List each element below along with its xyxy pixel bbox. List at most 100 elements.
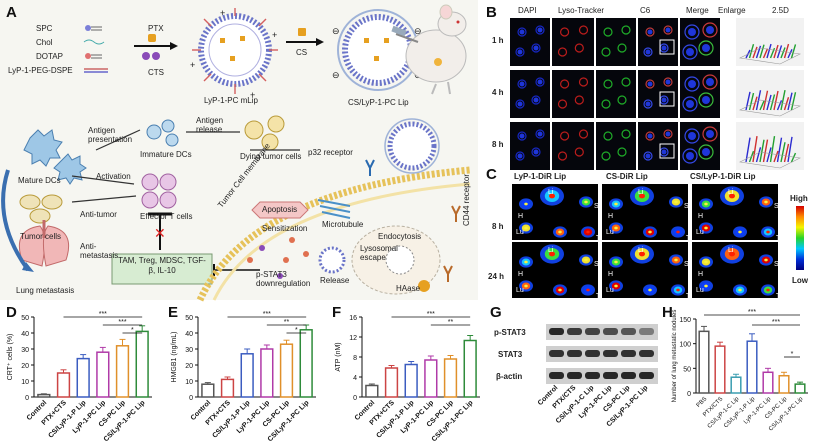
micro-cell-art: [682, 126, 718, 164]
organ-label: H: [608, 213, 613, 220]
micro-blob: [574, 43, 584, 53]
label-pstat3: p-STAT3 downregulation: [256, 270, 311, 288]
micro-blob: [603, 79, 613, 89]
c-col-3: CS/LyP-1-DiR Lip: [690, 172, 756, 181]
micro-blob: [603, 131, 613, 141]
label-p32: p32 receptor: [308, 148, 353, 157]
micro-cell-art: [739, 89, 801, 117]
blot-band: [603, 350, 618, 357]
row-1h: 1 h: [492, 36, 504, 45]
micro-cell-art: [601, 77, 631, 109]
panel-b-letter: B: [486, 4, 497, 21]
spike: [762, 139, 769, 163]
micro-nucleus: [665, 131, 671, 137]
bar: [115, 345, 130, 398]
liposome-cs-lyp1-pc-label: CS/LyP-1-PC Lip: [348, 98, 409, 107]
micro-blob: [663, 77, 673, 87]
micro-nucleus: [665, 79, 671, 85]
micro-blob: [702, 22, 718, 38]
label-immature-dcs: Immature DCs: [140, 150, 192, 159]
spike: [766, 43, 772, 59]
micro-nucleus: [533, 97, 539, 103]
organ-label: S: [774, 261, 778, 268]
micro-cell: [736, 70, 804, 118]
y-axis-label: CRT⁺ cells (%): [7, 334, 14, 381]
organ-label: T: [596, 293, 598, 298]
organ-core: [704, 226, 708, 230]
spike: [783, 143, 790, 163]
micro-blob: [601, 47, 611, 57]
label-lung-metastasis: Lung metastasis: [16, 286, 75, 295]
sig-label: ***: [748, 309, 756, 316]
spike: [790, 92, 797, 111]
bar: [762, 371, 774, 394]
spike: [748, 92, 755, 111]
organ-label: Lu: [696, 229, 704, 236]
micro-cell-art: [515, 25, 545, 57]
panel-c-letter: C: [486, 166, 497, 183]
y-tick-label: 30: [185, 347, 193, 354]
organ-core: [766, 230, 770, 234]
micro-cell: [552, 70, 594, 118]
micro-cell: [552, 18, 594, 66]
micro-blob: [698, 144, 714, 160]
micro-blob: [702, 74, 718, 90]
bar: [279, 343, 294, 398]
micro-blob: [517, 131, 527, 141]
blot-band: [549, 372, 564, 379]
micro-blob: [698, 40, 714, 56]
blot-band: [585, 372, 600, 379]
organ-label: Li: [638, 247, 644, 254]
y-tick-label: 0: [353, 395, 357, 402]
label-antigen-release: Antigen release: [196, 116, 224, 134]
organ-core: [729, 193, 735, 199]
micro-blob: [645, 79, 655, 89]
liposome-lyp1-pc: ++++: [190, 8, 278, 100]
micro-nucleus: [647, 81, 653, 87]
blot-band: [621, 350, 636, 357]
label-anti-metastasis: Anti-metastasis: [80, 242, 119, 260]
micro-cell-art: [557, 77, 589, 109]
micro-blob: [517, 79, 527, 89]
organ-core: [524, 260, 528, 264]
organ-label: T: [686, 293, 688, 298]
micro-blob: [515, 151, 525, 161]
micro-cell: [638, 122, 678, 170]
sig-label: *: [791, 351, 794, 358]
spike: [787, 136, 793, 163]
micro-cell: [680, 70, 720, 118]
micro-blob: [621, 77, 631, 87]
blot-strip: [546, 324, 658, 340]
micro-cell: [736, 18, 804, 66]
bar: [201, 383, 215, 398]
organ-label: H: [698, 271, 703, 278]
micro-blob: [557, 99, 568, 109]
y-tick-label: 0: [687, 391, 691, 398]
micro-blob: [515, 47, 525, 57]
spike: [769, 94, 776, 111]
micro-blob: [698, 92, 714, 108]
spike: [752, 46, 758, 59]
spike: [759, 100, 765, 111]
panel-a-letter: A: [6, 4, 17, 21]
y-tick-label: 16: [349, 315, 357, 322]
organ-label: Lu: [516, 287, 524, 294]
svg-text:+: +: [190, 60, 195, 70]
spike: [755, 90, 762, 111]
micro-cell: [510, 122, 550, 170]
c-row-8h: 8 h: [492, 222, 504, 231]
spike: [790, 44, 797, 59]
blot-band: [549, 350, 564, 357]
bar: [778, 374, 790, 394]
label-dying-cells: Dying tumor cells: [240, 152, 302, 161]
legend-lyp1: LyP-1-PEG-DSPE: [8, 66, 73, 75]
organ-core: [549, 251, 555, 257]
spike: [776, 137, 783, 163]
micro-blob: [663, 129, 673, 139]
spike: [769, 135, 776, 163]
colorbar-high: High: [790, 194, 808, 203]
micro-nucleus: [645, 49, 651, 55]
organ-label: S: [684, 203, 688, 210]
